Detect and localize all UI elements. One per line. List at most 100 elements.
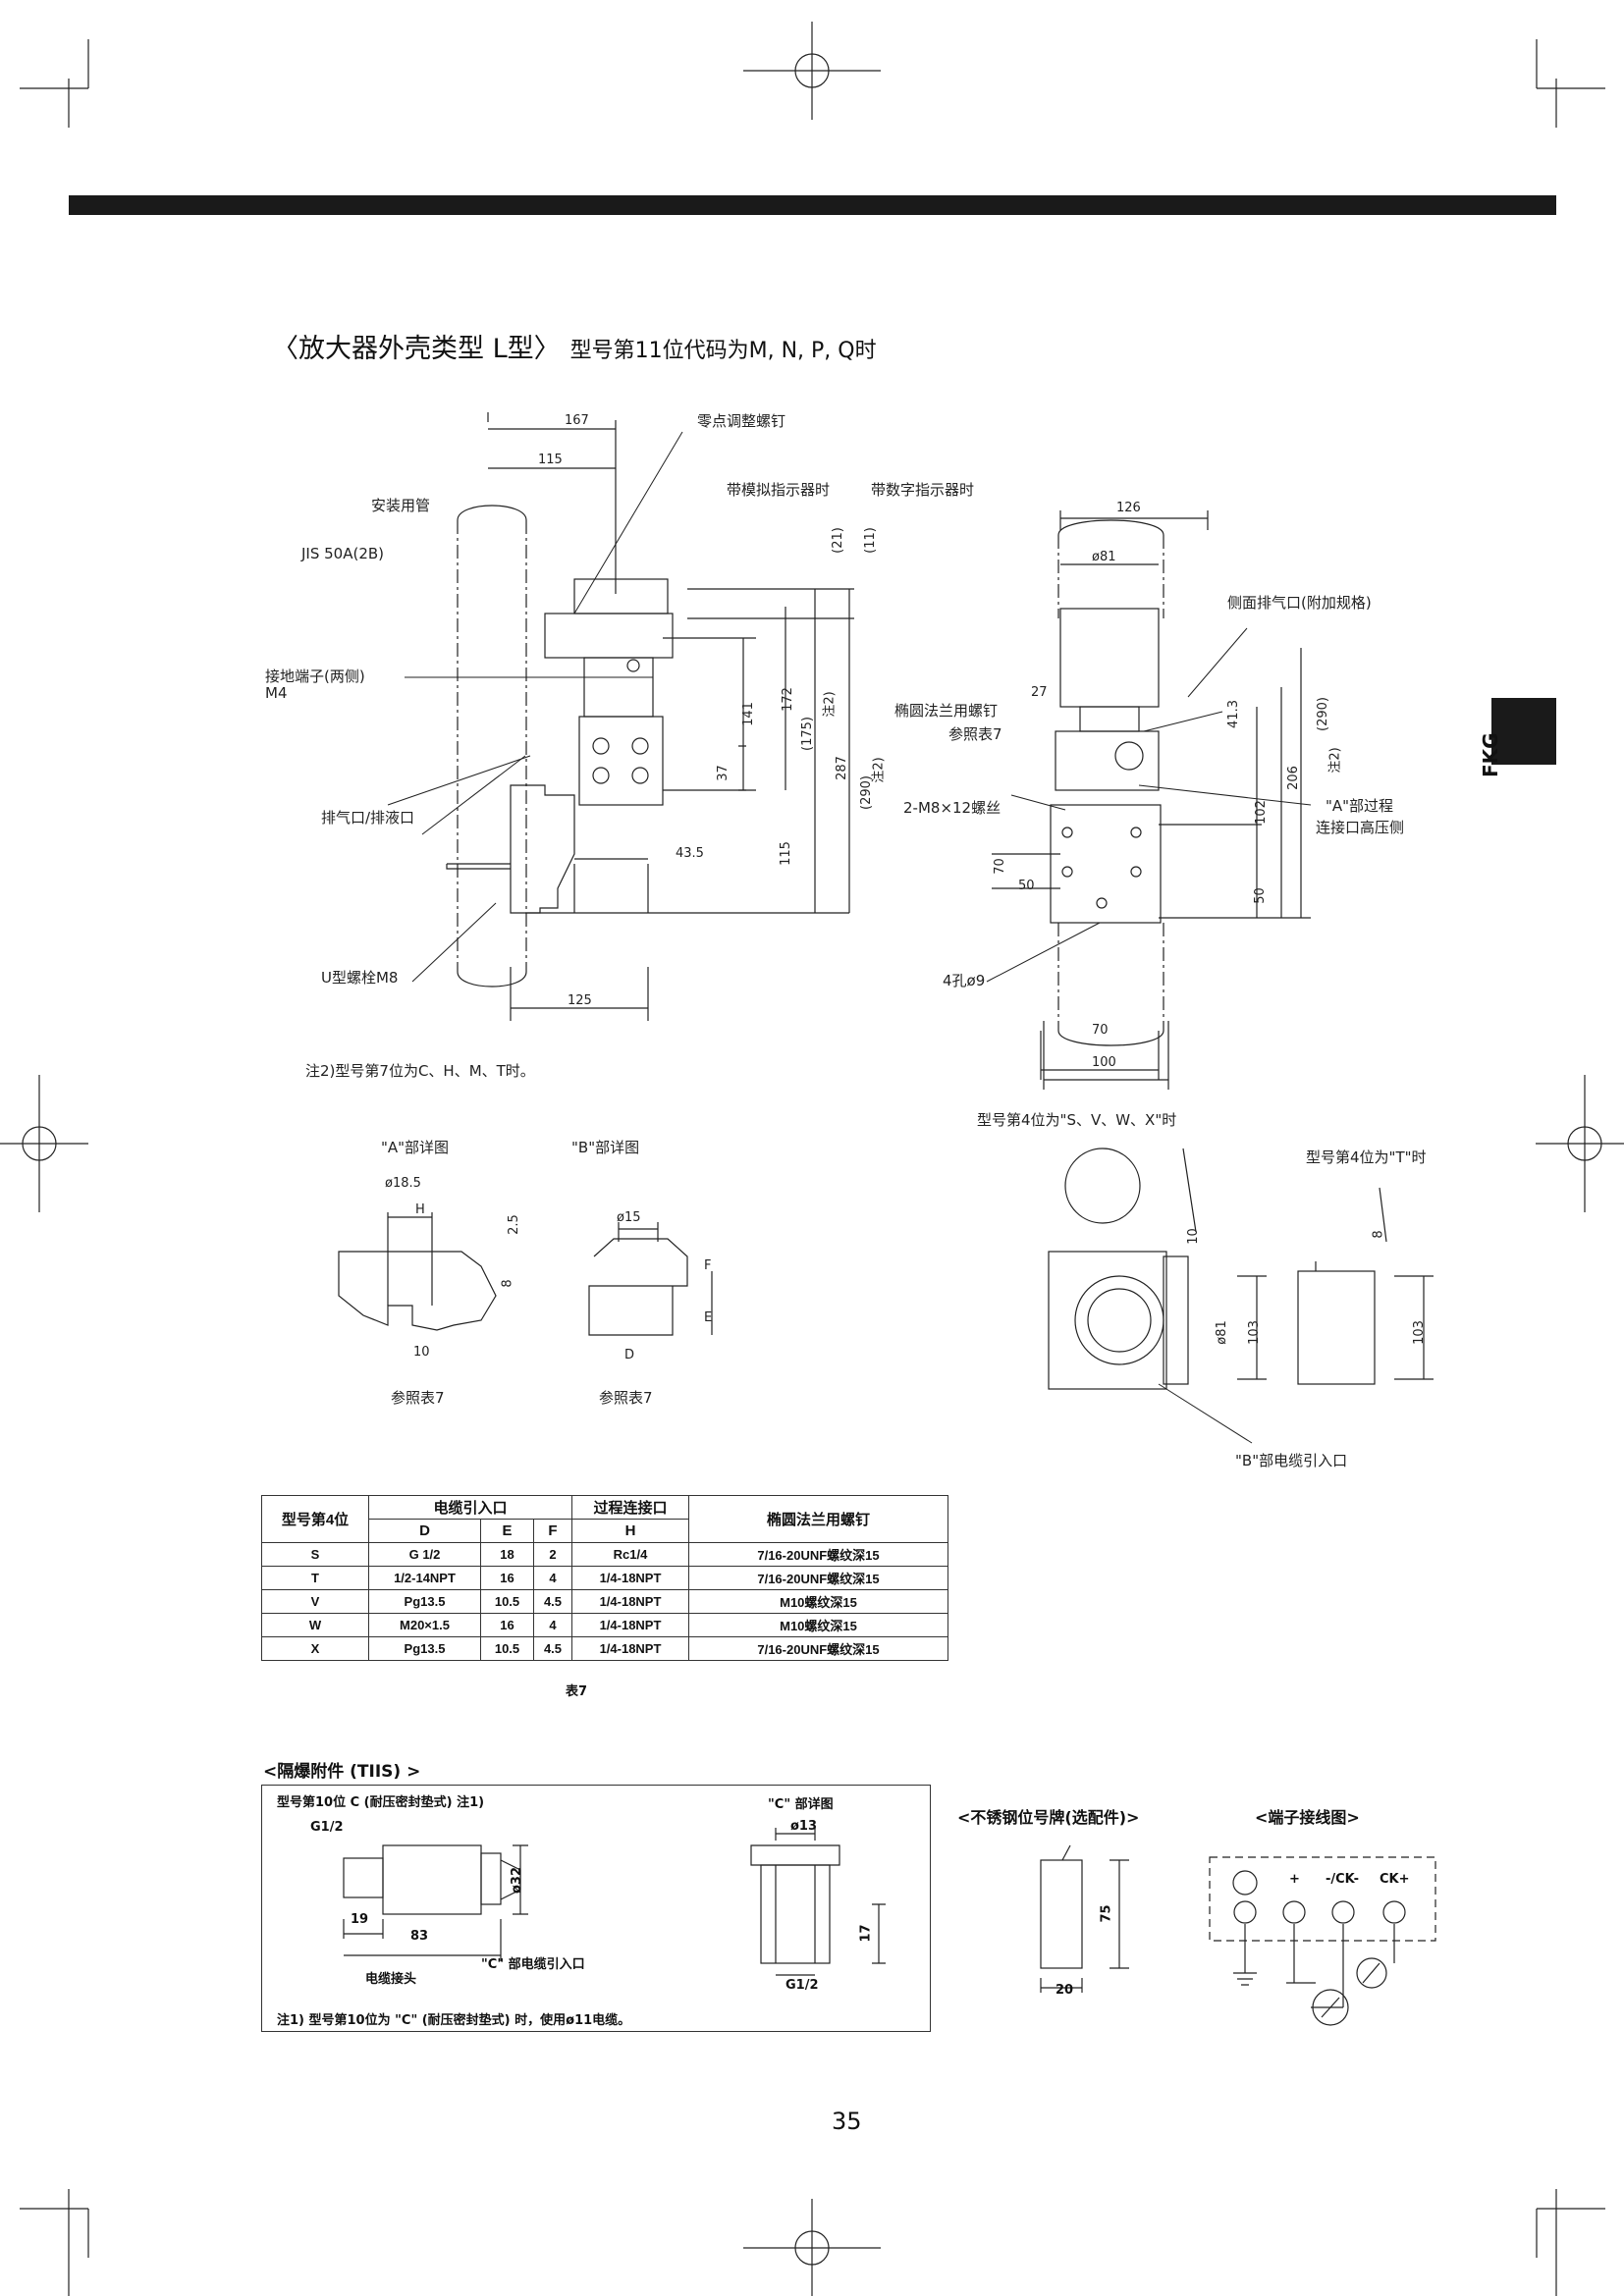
col-process: 过程连接口 (571, 1495, 689, 1520)
tiis-subtitle: 型号第10位 C (耐压密封垫式) 注1) (277, 1795, 485, 1810)
col-d: D (368, 1519, 481, 1543)
tiis-c-detail: "C" 部详图 (768, 1797, 834, 1812)
cell-d: 1/2-14NPT (368, 1566, 481, 1590)
table-row: W M20×1.5 16 4 1/4-18NPT M10螺纹深15 (261, 1613, 948, 1637)
tiis-heading: <隔爆附件 (TIIS) > (263, 1762, 421, 1782)
tag-plate-heading: <不锈钢位号牌(选配件)> (957, 1808, 1140, 1827)
dim-50a: 50 (1018, 879, 1035, 893)
detail-a-d18-5: ø18.5 (385, 1176, 421, 1191)
tiis-d13: ø13 (790, 1819, 818, 1834)
cell-code: T (261, 1566, 369, 1590)
cell-bolt: M10螺纹深15 (688, 1613, 948, 1637)
terminal-plus: + (1289, 1872, 1300, 1887)
holes-label: 4孔ø9 (943, 972, 986, 989)
terminal-heading: <端子接线图> (1255, 1808, 1360, 1827)
title-main: 〈放大器外壳类型 L型〉 (272, 334, 561, 364)
table-caption: 表7 (566, 1684, 588, 1699)
detail-b-title: "B"部详图 (571, 1139, 640, 1156)
tiis-d32: ø32 (510, 1866, 525, 1895)
part-a-label-1: "A"部过程 (1326, 797, 1394, 815)
tiis-box (261, 1785, 931, 2032)
cell-e: 10.5 (480, 1636, 534, 1661)
detail-b-d15: ø15 (617, 1210, 641, 1225)
cell-code: X (261, 1636, 369, 1661)
dim-115a: 115 (538, 453, 563, 467)
cell-h: Rc1/4 (571, 1542, 689, 1567)
detail-b-d: D (624, 1348, 635, 1362)
cell-e: 18 (480, 1542, 534, 1567)
mount-pipe-label: 安装用管 (371, 497, 431, 514)
header-bar (69, 195, 1556, 215)
ground-terminal-label: 接地端子(两侧) (265, 667, 365, 685)
detail-b-e: E (704, 1310, 713, 1325)
title-sub: 型号第11位代码为M, N, P, Q时 (569, 339, 877, 363)
dim-100: 100 (1092, 1055, 1116, 1070)
flange-bolt-label: 椭圆法兰用螺钉 (894, 702, 999, 720)
table-7: 型号第4位 电缆引入口 过程连接口 椭圆法兰用螺钉 D E F H S G 1/… (261, 1495, 948, 1661)
digital-indicator-label: 带数字指示器时 (871, 481, 975, 499)
cell-f: 4.5 (533, 1589, 572, 1614)
detail-a-d10: 10 (413, 1345, 430, 1360)
cell-d: Pg13.5 (368, 1636, 481, 1661)
screw-label: 2-M8×12螺丝 (903, 799, 1001, 817)
dim-27: 27 (1031, 685, 1048, 700)
tiis-g12: G1/2 (310, 1820, 344, 1835)
dim-70b: 70 (1092, 1023, 1109, 1038)
note2-label: 注2)型号第7位为C、H、M、T时。 (305, 1062, 535, 1080)
table-row: T 1/2-14NPT 16 4 1/4-18NPT 7/16-20UNF螺纹深… (261, 1566, 948, 1590)
analog-indicator-label: 带模拟指示器时 (727, 481, 831, 499)
tiis-g12b: G1/2 (785, 1978, 819, 1993)
col-h: H (571, 1519, 689, 1543)
table-header-row: 型号第4位 电缆引入口 过程连接口 椭圆法兰用螺钉 (261, 1495, 948, 1543)
tiis-d19: 19 (351, 1912, 369, 1927)
cell-code: V (261, 1589, 369, 1614)
dim-167: 167 (565, 413, 589, 428)
table-subheader-row: D E F H (262, 1519, 948, 1543)
cable-b-entry-label: "B"部电缆引入口 (1235, 1452, 1348, 1469)
side-vent-label: 侧面排气口(附加规格) (1227, 594, 1372, 612)
ground-m4-label: M4 (265, 684, 288, 702)
terminal-ck-plus: CK+ (1380, 1872, 1410, 1887)
page-number: 35 (832, 2108, 862, 2135)
cell-f: 4.5 (533, 1636, 572, 1661)
dim-81: ø81 (1092, 550, 1116, 564)
side-tab-block (1491, 698, 1556, 765)
dim-43-5: 43.5 (676, 846, 704, 861)
pipe-spec-label: JIS 50A(2B) (301, 545, 385, 562)
tiis-note: 注1) 型号第10位为 "C" (耐压密封垫式) 时，使用ø11电缆。 (277, 2013, 631, 2028)
page-title: 〈放大器外壳类型 L型〉型号第11位代码为M, N, P, Q时 (272, 327, 877, 365)
detail-a-title: "A"部详图 (381, 1139, 450, 1156)
cell-bolt: 7/16-20UNF螺纹深15 (688, 1636, 948, 1661)
detail-b-f: F (704, 1258, 712, 1273)
tiis-d17: 17 (858, 1924, 874, 1943)
dim-125: 125 (568, 993, 592, 1008)
cell-h: 1/4-18NPT (571, 1636, 689, 1661)
terminal-minus-ck: -/CK- (1326, 1872, 1360, 1887)
zero-screw-label: 零点调整螺钉 (697, 412, 786, 430)
col-model-4th: 型号第4位 (261, 1495, 369, 1543)
cell-bolt: M10螺纹深15 (688, 1589, 948, 1614)
detail-a-ref: 参照表7 (391, 1389, 445, 1407)
ref-table7-label: 参照表7 (948, 725, 1002, 743)
cell-e: 16 (480, 1613, 534, 1637)
cell-code: S (261, 1542, 369, 1567)
detail-a-h: H (415, 1202, 425, 1217)
detail-b-ref: 参照表7 (599, 1389, 653, 1407)
cable-svwx-label: 型号第4位为"S、V、W、X"时 (977, 1111, 1177, 1129)
ubolt-label: U型螺栓M8 (321, 969, 399, 987)
tiis-d83: 83 (410, 1929, 429, 1944)
table-row: X Pg13.5 10.5 4.5 1/4-18NPT 7/16-20UNF螺纹… (261, 1636, 948, 1661)
dim-126: 126 (1116, 501, 1141, 515)
tag-plate-d75: 75 (1099, 1904, 1114, 1923)
cell-f: 2 (533, 1542, 572, 1567)
cable-t-label: 型号第4位为"T"时 (1306, 1148, 1427, 1166)
part-a-label-2: 连接口高压侧 (1316, 819, 1405, 836)
tiis-cable-joint: 电缆接头 (365, 1972, 417, 1987)
drain-label: 排气口/排液口 (321, 809, 415, 827)
col-flange-bolt: 椭圆法兰用螺钉 (688, 1495, 948, 1543)
col-f: F (533, 1519, 572, 1543)
cell-h: 1/4-18NPT (571, 1566, 689, 1590)
tiis-c-entry: "C" 部电缆引入口 (481, 1957, 585, 1972)
